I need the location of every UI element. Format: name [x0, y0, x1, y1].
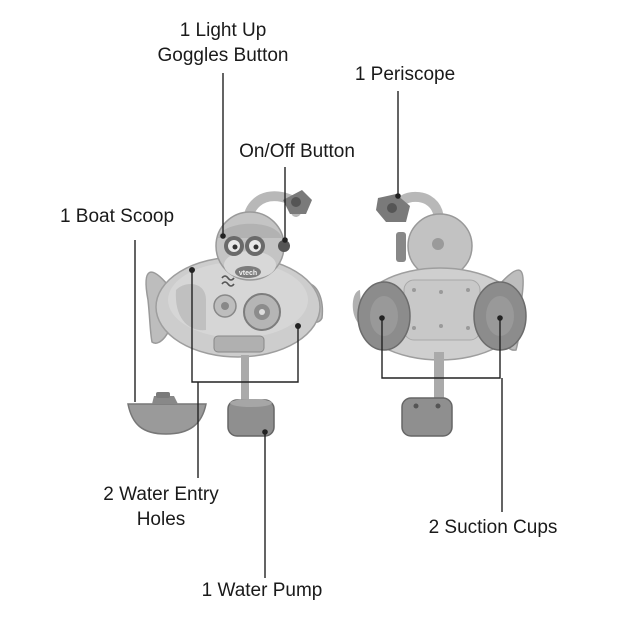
leader-suction-cups [381, 318, 501, 379]
label-periscope: 1 Periscope [354, 64, 456, 85]
label-goggles-line1: 1 Light Up [179, 20, 267, 41]
label-water-pump: 1 Water Pump [201, 580, 323, 601]
back-periscope [376, 194, 410, 222]
front-small-gear [213, 294, 237, 318]
product-logo-badge: vtech [235, 266, 261, 278]
label-on-off-button: On/Off Button [239, 141, 355, 162]
label-water-entry-line2: Holes [136, 509, 186, 530]
front-gear-wheel[interactable] [243, 293, 281, 331]
front-periscope [283, 190, 312, 214]
light-up-goggles-button[interactable] [224, 236, 265, 256]
label-suction-cups: 2 Suction Cups [428, 517, 558, 538]
boat-scoop[interactable] [127, 392, 207, 435]
back-water-pump [401, 397, 453, 437]
label-boat-scoop: 1 Boat Scoop [59, 206, 175, 227]
label-goggles-line2: Goggles Button [157, 45, 289, 66]
label-water-entry-holes: 2 Water Entry Holes [92, 482, 230, 532]
on-off-button[interactable] [278, 240, 290, 252]
water-pump[interactable] [227, 399, 275, 437]
label-water-entry-line1: 2 Water Entry [103, 484, 219, 505]
back-view-submarine [352, 191, 527, 437]
leader-water-entry [191, 270, 299, 383]
suction-cup-left[interactable] [357, 281, 411, 351]
front-view-submarine: vtech [145, 190, 324, 437]
leader-dots [189, 193, 503, 435]
leader-lines [134, 73, 503, 578]
label-goggles-button: 1 Light Up Goggles Button [148, 18, 298, 68]
product-logo: vtech [239, 270, 257, 277]
